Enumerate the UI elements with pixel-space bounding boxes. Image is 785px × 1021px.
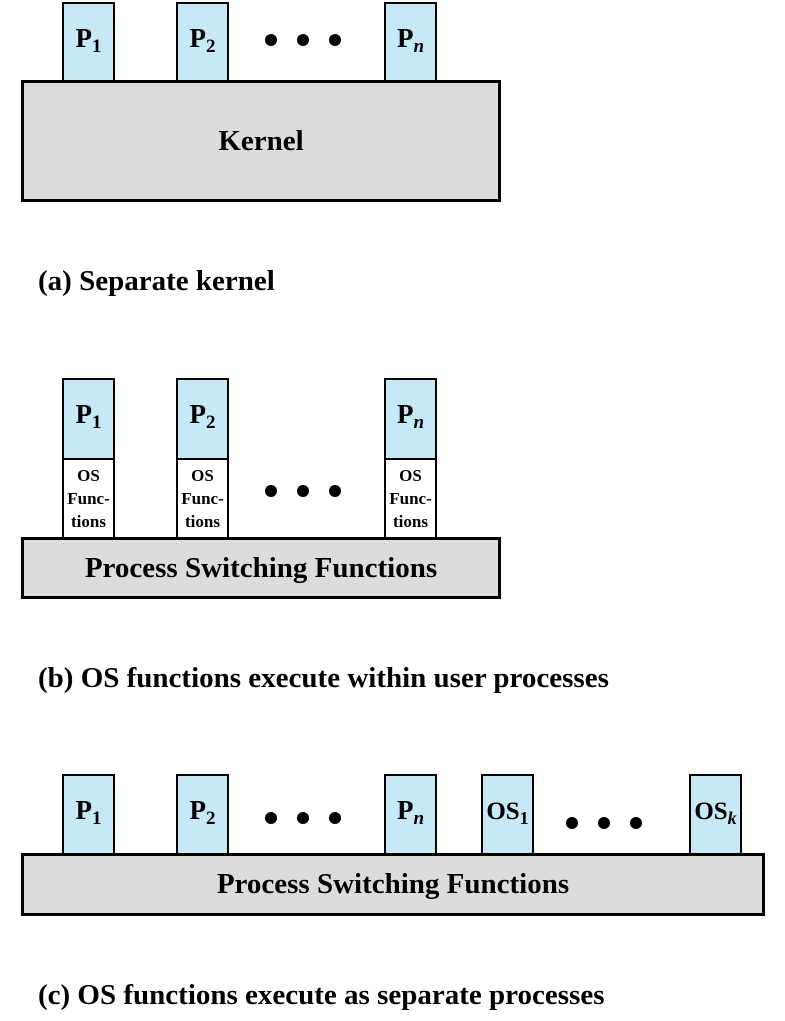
process-label: Pn bbox=[396, 399, 425, 433]
process-label: Pn bbox=[396, 23, 425, 57]
process-box-p1: P1 bbox=[62, 774, 115, 855]
os-process-box-k: OSk bbox=[689, 774, 742, 855]
caption-c: (c) OS functions execute as separate pro… bbox=[38, 979, 605, 1011]
process-box-p2: P2 bbox=[176, 2, 229, 82]
ellipsis-dots bbox=[265, 34, 341, 46]
process-box-pn: Pn bbox=[384, 774, 437, 855]
os-process-label: OS1 bbox=[486, 798, 529, 828]
process-label: P2 bbox=[189, 795, 216, 829]
os-process-box-1: OS1 bbox=[481, 774, 534, 855]
process-box-pn: Pn bbox=[384, 2, 437, 82]
ellipsis-dots bbox=[265, 812, 341, 824]
ellipsis-dots bbox=[265, 485, 341, 497]
caption-a: (a) Separate kernel bbox=[38, 265, 275, 297]
process-switching-label: Process Switching Functions bbox=[216, 868, 570, 900]
process-label: P1 bbox=[75, 23, 102, 57]
process-box-p1: P1 bbox=[62, 2, 115, 82]
ellipsis-dots bbox=[566, 817, 642, 829]
process-label: P1 bbox=[75, 399, 102, 433]
os-functions-section: OS Func- tions bbox=[178, 458, 227, 537]
kernel-label: Kernel bbox=[218, 124, 304, 157]
process-box-p2: P2 OS Func- tions bbox=[176, 378, 229, 539]
process-label: P2 bbox=[189, 399, 216, 433]
process-switching-box: Process Switching Functions bbox=[21, 537, 501, 599]
process-box-pn: Pn OS Func- tions bbox=[384, 378, 437, 539]
process-box-p1: P1 OS Func- tions bbox=[62, 378, 115, 539]
os-functions-section: OS Func- tions bbox=[386, 458, 435, 537]
process-box-p2: P2 bbox=[176, 774, 229, 855]
os-functions-section: OS Func- tions bbox=[64, 458, 113, 537]
process-label: P1 bbox=[75, 795, 102, 829]
process-label: P2 bbox=[189, 23, 216, 57]
process-switching-label: Process Switching Functions bbox=[84, 551, 438, 584]
process-label: Pn bbox=[396, 795, 425, 829]
caption-b: (b) OS functions execute within user pro… bbox=[38, 662, 609, 694]
process-switching-box: Process Switching Functions bbox=[21, 853, 765, 916]
kernel-box: Kernel bbox=[21, 80, 501, 202]
os-process-label: OSk bbox=[694, 798, 737, 828]
